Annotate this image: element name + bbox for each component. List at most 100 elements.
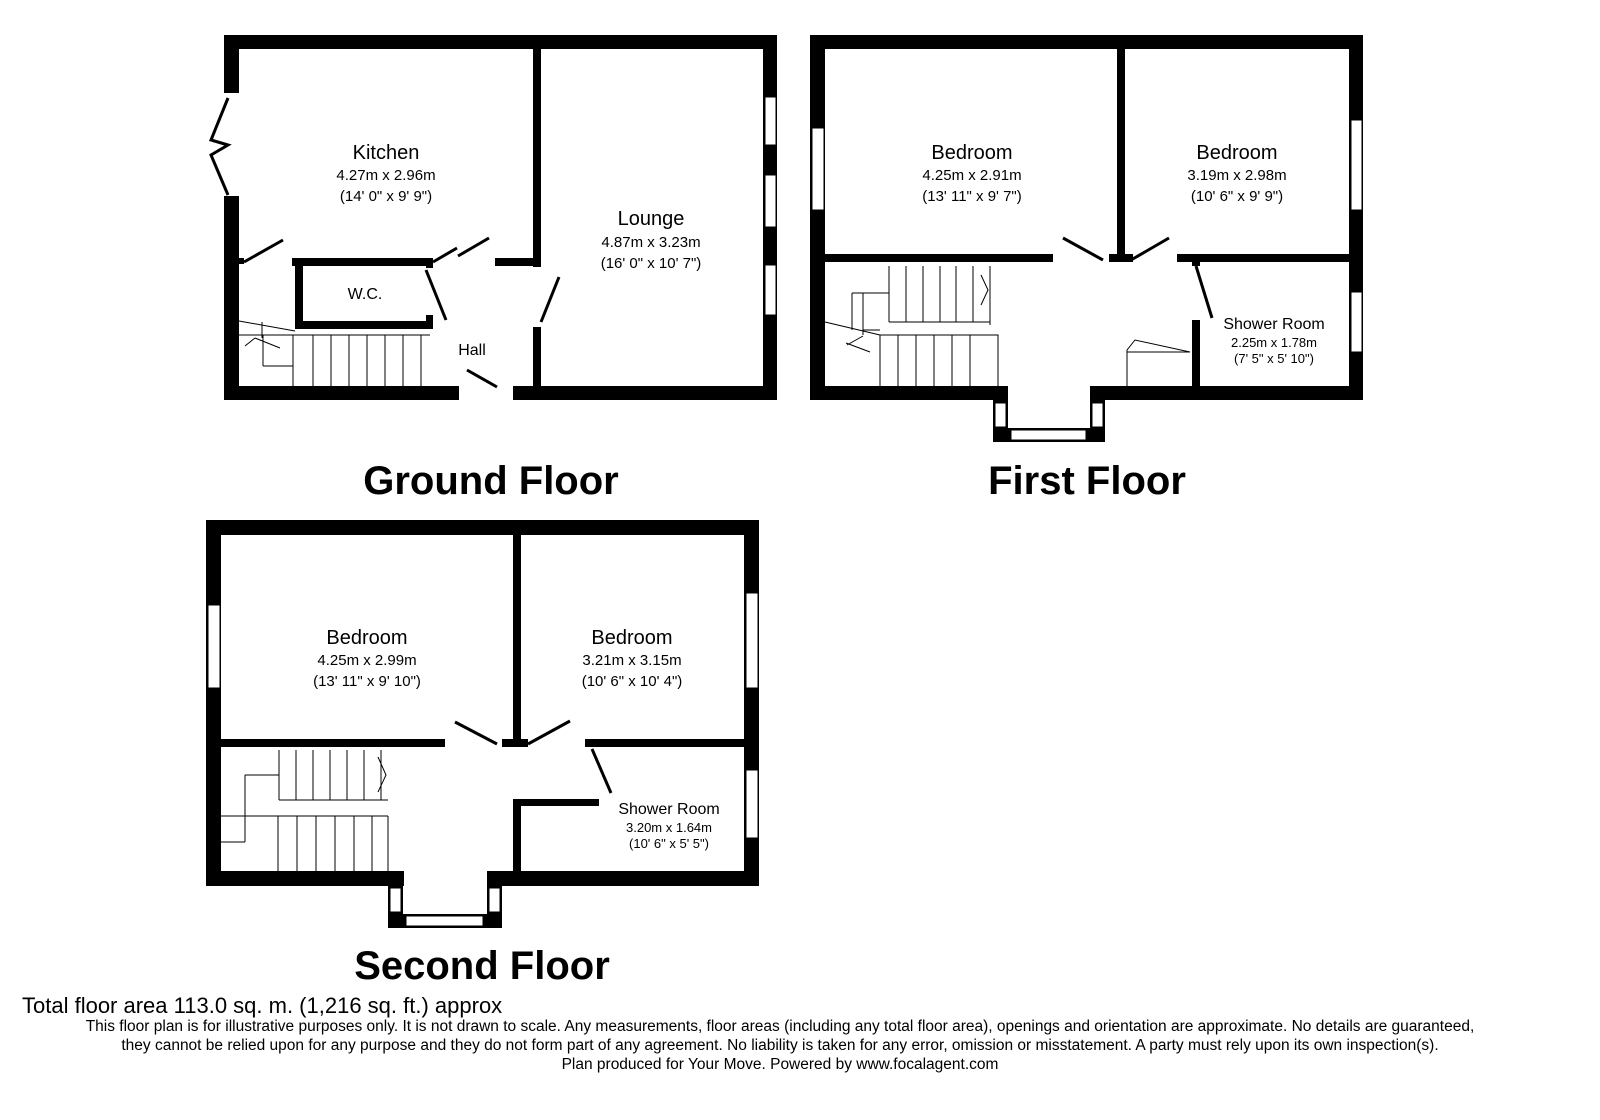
room-metric: 4.87m x 3.23m [601,234,700,251]
room-metric: 3.19m x 2.98m [1187,167,1286,184]
window [1350,119,1363,211]
total-floor-area: Total floor area 113.0 sq. m. (1,216 sq.… [22,993,503,1018]
door[interactable] [539,276,561,323]
wall [1192,320,1200,386]
room-imperial: (16' 0" x 10' 7") [601,255,702,272]
disclaimer-line-1: This floor plan is for illustrative purp… [85,1018,1475,1035]
cupboard [1126,339,1191,386]
door[interactable] [527,719,571,746]
room-name: Lounge [618,208,685,230]
wall [1090,386,1363,400]
ground-floor-plan: Kitchen 4.27m x 2.96m (14' 0" x 9' 9") L… [208,35,777,503]
front-door[interactable] [466,368,498,389]
wall [502,739,528,747]
wall [513,799,599,806]
wall [1109,254,1133,262]
door[interactable] [432,246,458,264]
door[interactable] [1194,265,1214,319]
first-floor-plan: Bedroom 4.25m x 2.91m (13' 11" x 9' 7") … [810,35,1363,503]
room-metric: 3.21m x 3.15m [582,652,681,669]
window [1010,429,1087,441]
window [764,174,777,228]
wall [513,535,521,746]
window [811,127,825,211]
door[interactable] [1062,236,1104,262]
room-imperial: (14' 0" x 9' 9") [340,188,432,205]
wall [825,254,1053,262]
wall [221,739,445,747]
window [207,604,221,689]
wall [426,315,433,329]
wall [810,386,1008,400]
room-imperial: (10' 6" x 9' 9") [1191,188,1283,205]
door[interactable] [243,238,284,264]
window [745,769,759,839]
wall [206,520,221,886]
wall [426,258,433,268]
window [405,915,484,927]
window [1350,291,1363,353]
folding-door[interactable] [208,97,232,196]
room-name: W.C. [348,286,383,303]
room-name: Kitchen [353,142,420,164]
room-name: Bedroom [931,142,1012,164]
wall [1177,254,1349,262]
room-name: Bedroom [326,627,407,649]
wall [487,871,759,886]
room-imperial: (13' 11" x 9' 10") [313,673,421,690]
wall [295,321,432,329]
door[interactable] [424,269,448,321]
door[interactable] [454,720,498,746]
wall [1192,254,1200,266]
wall [513,799,521,872]
room-imperial: (13' 11" x 9' 7") [922,188,1021,205]
wall [295,258,303,328]
staircase [238,320,430,386]
wall [224,196,239,400]
wall [224,35,239,93]
floor-title: Second Floor [354,944,610,988]
door[interactable] [590,748,613,794]
room-metric: 4.25m x 2.99m [317,652,416,669]
second-floor-plan: Bedroom 4.25m x 2.99m (13' 11" x 9' 10")… [206,520,759,988]
room-metric: 3.20m x 1.64m [626,820,712,835]
room-name: Shower Room [618,801,719,818]
room-name: Hall [458,342,486,359]
wall [810,35,825,400]
door[interactable] [1130,236,1170,262]
wall [585,739,744,747]
staircase [824,266,999,386]
wall [224,35,777,49]
window [745,592,759,689]
wall [292,258,430,266]
door[interactable] [457,236,490,258]
room-name: Bedroom [591,627,672,649]
room-name: Shower Room [1223,316,1324,333]
wall [533,327,541,387]
wall [206,520,759,535]
window [994,402,1007,428]
room-imperial: (7' 5" x 5' 10") [1234,351,1314,366]
room-metric: 2.25m x 1.78m [1231,335,1317,350]
wall [206,871,404,886]
floor-title: Ground Floor [363,459,619,503]
wall [239,258,244,264]
staircase [221,750,389,871]
wall [1117,49,1125,261]
window [389,887,402,913]
room-name: Bedroom [1196,142,1277,164]
wall [533,49,541,267]
window [1091,402,1104,428]
floor-title: First Floor [988,459,1186,503]
wall [513,386,777,400]
room-imperial: (10' 6" x 10' 4") [582,673,683,690]
window [764,96,777,146]
window [488,887,501,913]
disclaimer-line-2: they cannot be relied upon for any purpo… [121,1037,1439,1054]
room-metric: 4.25m x 2.91m [922,167,1021,184]
wall [810,35,1363,49]
wall [224,386,459,400]
credit-line: Plan produced for Your Move. Powered by … [561,1056,999,1073]
room-metric: 4.27m x 2.96m [336,167,435,184]
